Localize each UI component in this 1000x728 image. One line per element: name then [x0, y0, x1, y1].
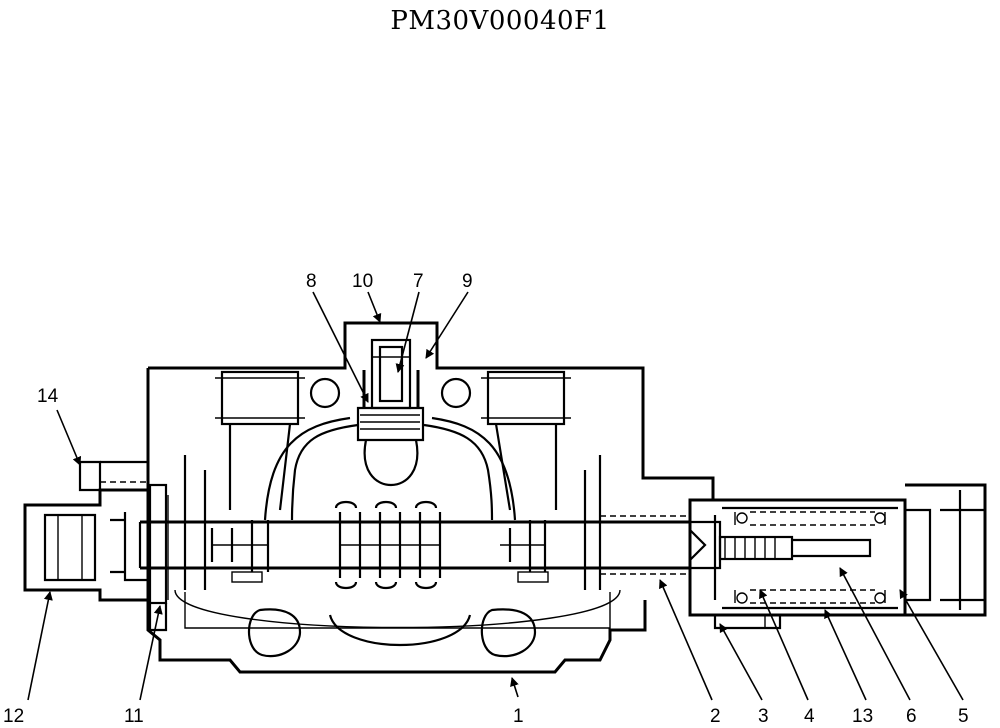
- callout-4: 4: [804, 706, 815, 727]
- callout-7: 7: [413, 271, 424, 292]
- spool: [138, 500, 690, 590]
- callout-11: 11: [124, 706, 144, 727]
- callout-8: 8: [306, 271, 317, 292]
- callout-5: 5: [958, 706, 969, 727]
- page-title: PM30V00040F1: [390, 6, 610, 36]
- callout-6: 6: [906, 706, 917, 727]
- callout-labels: 8 10 7 9 14 12 11 1 2 3 4 13 6 5: [3, 271, 969, 727]
- callout-13: 13: [852, 706, 873, 727]
- spring-cap: [688, 483, 987, 630]
- callout-14: 14: [37, 386, 59, 407]
- valve-body: [146, 321, 715, 674]
- internal-passages: [167, 370, 602, 600]
- callout-3: 3: [758, 706, 769, 727]
- callout-12: 12: [3, 706, 24, 727]
- left-fitting: [23, 460, 168, 632]
- callout-2: 2: [710, 706, 721, 727]
- top-cap: [356, 338, 425, 487]
- callout-9: 9: [462, 271, 473, 292]
- callout-10: 10: [352, 271, 373, 292]
- leader-lines: [27, 291, 964, 701]
- callout-1: 1: [513, 706, 524, 727]
